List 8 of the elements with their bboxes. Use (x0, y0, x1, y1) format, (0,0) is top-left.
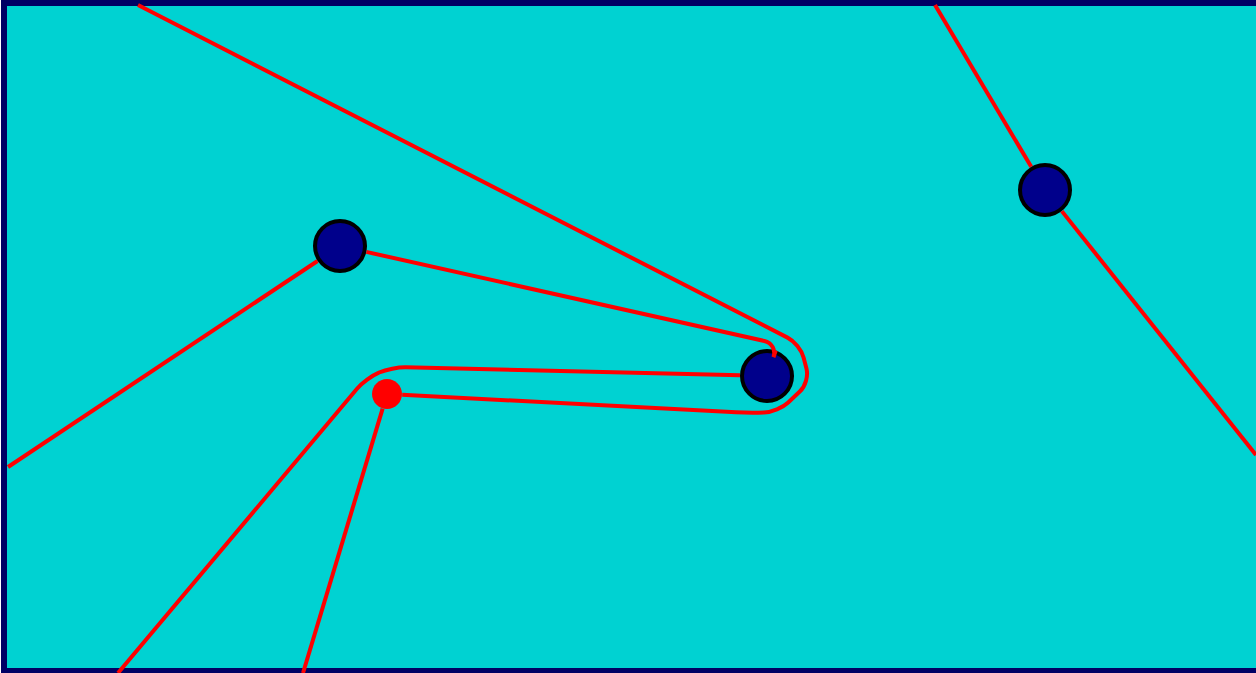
junction-dot (372, 379, 402, 409)
line (6, 259, 319, 469)
line (137, 3, 809, 415)
line (301, 408, 385, 673)
line (365, 249, 778, 360)
line (116, 365, 741, 673)
line (1060, 209, 1256, 457)
line (933, 3, 1033, 168)
